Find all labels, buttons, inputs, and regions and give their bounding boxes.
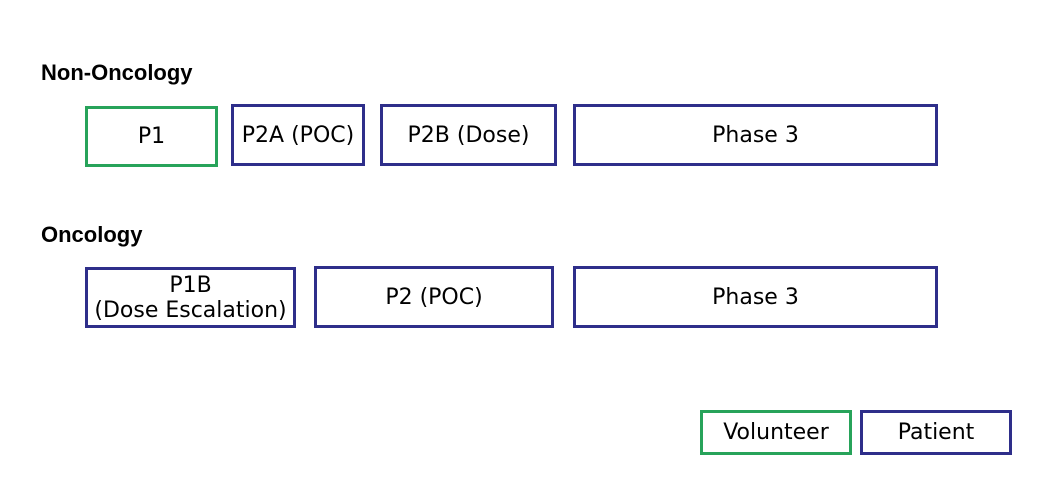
non-oncology-phase-3: Phase 3 (573, 104, 938, 166)
oncology-phase-p1b: P1B (Dose Escalation) (85, 267, 296, 328)
phase-label: P2A (POC) (241, 122, 355, 148)
oncology-title: Oncology (41, 222, 143, 247)
oncology-phase-p2: P2 (POC) (314, 266, 554, 328)
phase-label: P2B (Dose) (407, 122, 530, 148)
legend-label: Volunteer (723, 420, 829, 445)
phase-label: P2 (POC) (385, 284, 483, 310)
legend-patient: Patient (860, 410, 1012, 455)
non-oncology-phase-p1: P1 (85, 106, 218, 167)
non-oncology-phase-p2a: P2A (POC) (231, 104, 365, 166)
non-oncology-phase-p2b: P2B (Dose) (380, 104, 557, 166)
legend-volunteer: Volunteer (700, 410, 852, 455)
oncology-phase-3: Phase 3 (573, 266, 938, 328)
phase-label-line1: P1B (169, 272, 212, 298)
phase-label: P1 (137, 124, 166, 149)
phase-label: Phase 3 (712, 284, 799, 310)
phase-label: Phase 3 (712, 122, 799, 148)
legend-label: Patient (897, 420, 975, 445)
non-oncology-title: Non-Oncology (41, 60, 193, 85)
phase-label-line2: (Dose Escalation) (94, 297, 287, 323)
